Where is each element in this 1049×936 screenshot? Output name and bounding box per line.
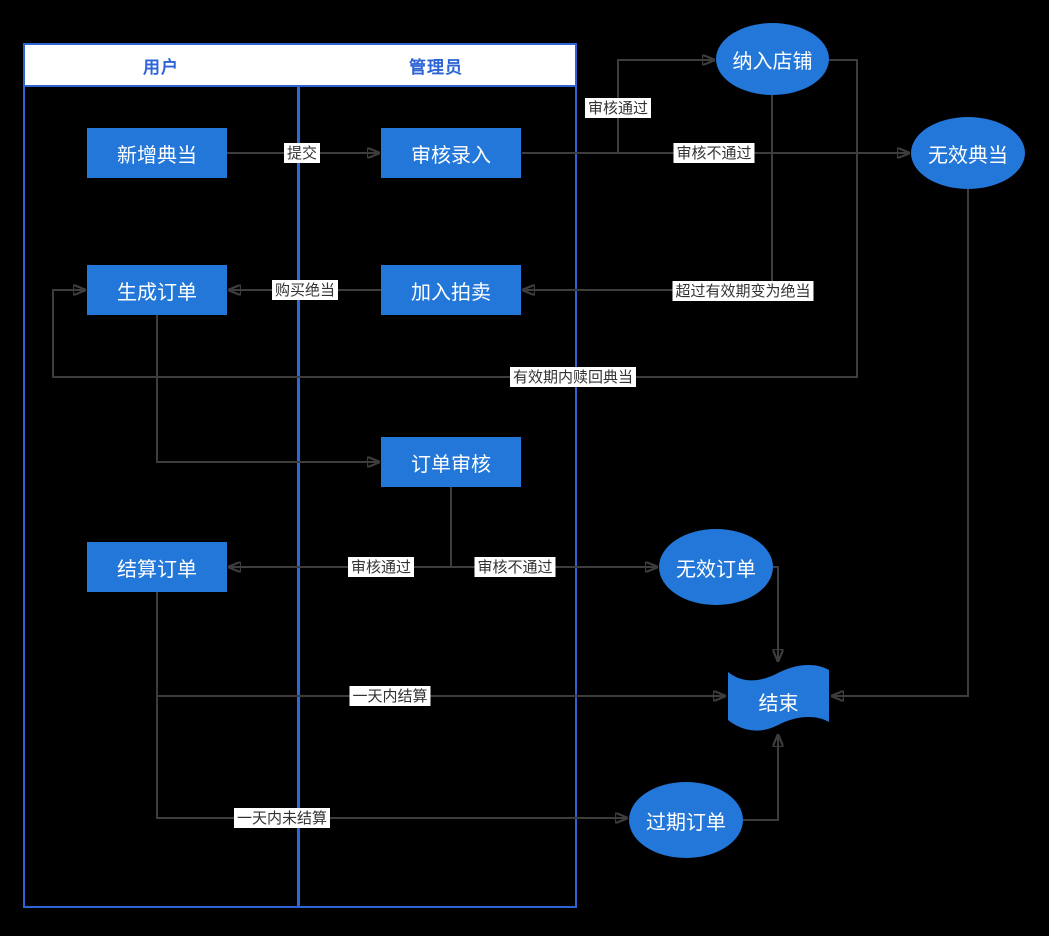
swimlane-container: 用户 管理员	[23, 43, 577, 908]
node-expired-order-label: 过期订单	[646, 809, 726, 834]
connector-invalid-order-to-end	[773, 566, 778, 661]
connector-not-settled-to-expired	[156, 696, 627, 818]
node-invalid-pawn-label: 无效典当	[928, 142, 1008, 167]
edge-label-review-pass-2: 审核通过	[347, 557, 415, 577]
connector-review-pass-to-shop	[617, 60, 714, 153]
lane-title-admin-label: 管理员	[409, 57, 463, 78]
edge-label-settled-within-day: 一天内结算	[349, 686, 431, 706]
node-invalid-order: 无效订单	[659, 529, 773, 605]
node-new-pawn-label: 新增典当	[117, 142, 197, 167]
node-invalid-order-label: 无效订单	[676, 556, 756, 581]
node-review-entry-label: 审核录入	[411, 142, 491, 167]
node-join-auction: 加入拍卖	[381, 265, 521, 315]
lane-header: 用户 管理员	[25, 45, 575, 87]
connector-redeem-to-generate-order	[52, 59, 858, 378]
connector-settled-to-end	[156, 592, 725, 696]
connector-review-pass-to-settle	[229, 487, 452, 567]
lane-title-user: 用户	[25, 45, 297, 85]
end-flag-shape	[728, 664, 829, 731]
node-generate-order-label: 生成订单	[117, 279, 197, 304]
lane-divider	[297, 45, 300, 906]
lane-title-admin: 管理员	[297, 45, 575, 85]
connector-overdue-to-auction	[523, 95, 773, 290]
lane-title-user-label: 用户	[143, 57, 179, 78]
node-into-shop-label: 纳入店铺	[732, 48, 813, 73]
edge-label-overdue-dead: 超过有效期变为绝当	[672, 281, 814, 301]
node-review-entry: 审核录入	[381, 128, 521, 178]
node-generate-order: 生成订单	[87, 265, 227, 315]
edge-label-redeem-in-validity: 有效期内赎回典当	[509, 367, 637, 387]
node-end-label: 结束	[758, 690, 799, 715]
connector-generate-to-order-review	[156, 315, 379, 462]
node-into-shop: 纳入店铺	[716, 23, 829, 95]
edge-label-review-pass-1: 审核通过	[584, 98, 652, 118]
connector-expired-to-end	[743, 735, 778, 821]
node-order-review-label: 订单审核	[411, 451, 491, 476]
edge-label-submit: 提交	[283, 143, 321, 163]
node-expired-order: 过期订单	[629, 782, 743, 858]
node-end: 结束	[727, 662, 830, 734]
node-join-auction-label: 加入拍卖	[411, 279, 491, 304]
node-invalid-pawn: 无效典当	[911, 117, 1025, 189]
edge-label-buy-dead-pawn: 购买绝当	[271, 280, 339, 300]
node-settle-order: 结算订单	[87, 542, 227, 592]
edge-label-review-fail-2: 审核不通过	[474, 557, 556, 577]
node-new-pawn: 新增典当	[87, 128, 227, 178]
connector-invalid-pawn-to-end	[832, 189, 969, 696]
edge-label-not-settled-within-day: 一天内未结算	[233, 808, 331, 828]
edge-label-review-fail-1: 审核不通过	[673, 143, 755, 163]
node-order-review: 订单审核	[381, 437, 521, 487]
node-settle-order-label: 结算订单	[117, 556, 197, 581]
